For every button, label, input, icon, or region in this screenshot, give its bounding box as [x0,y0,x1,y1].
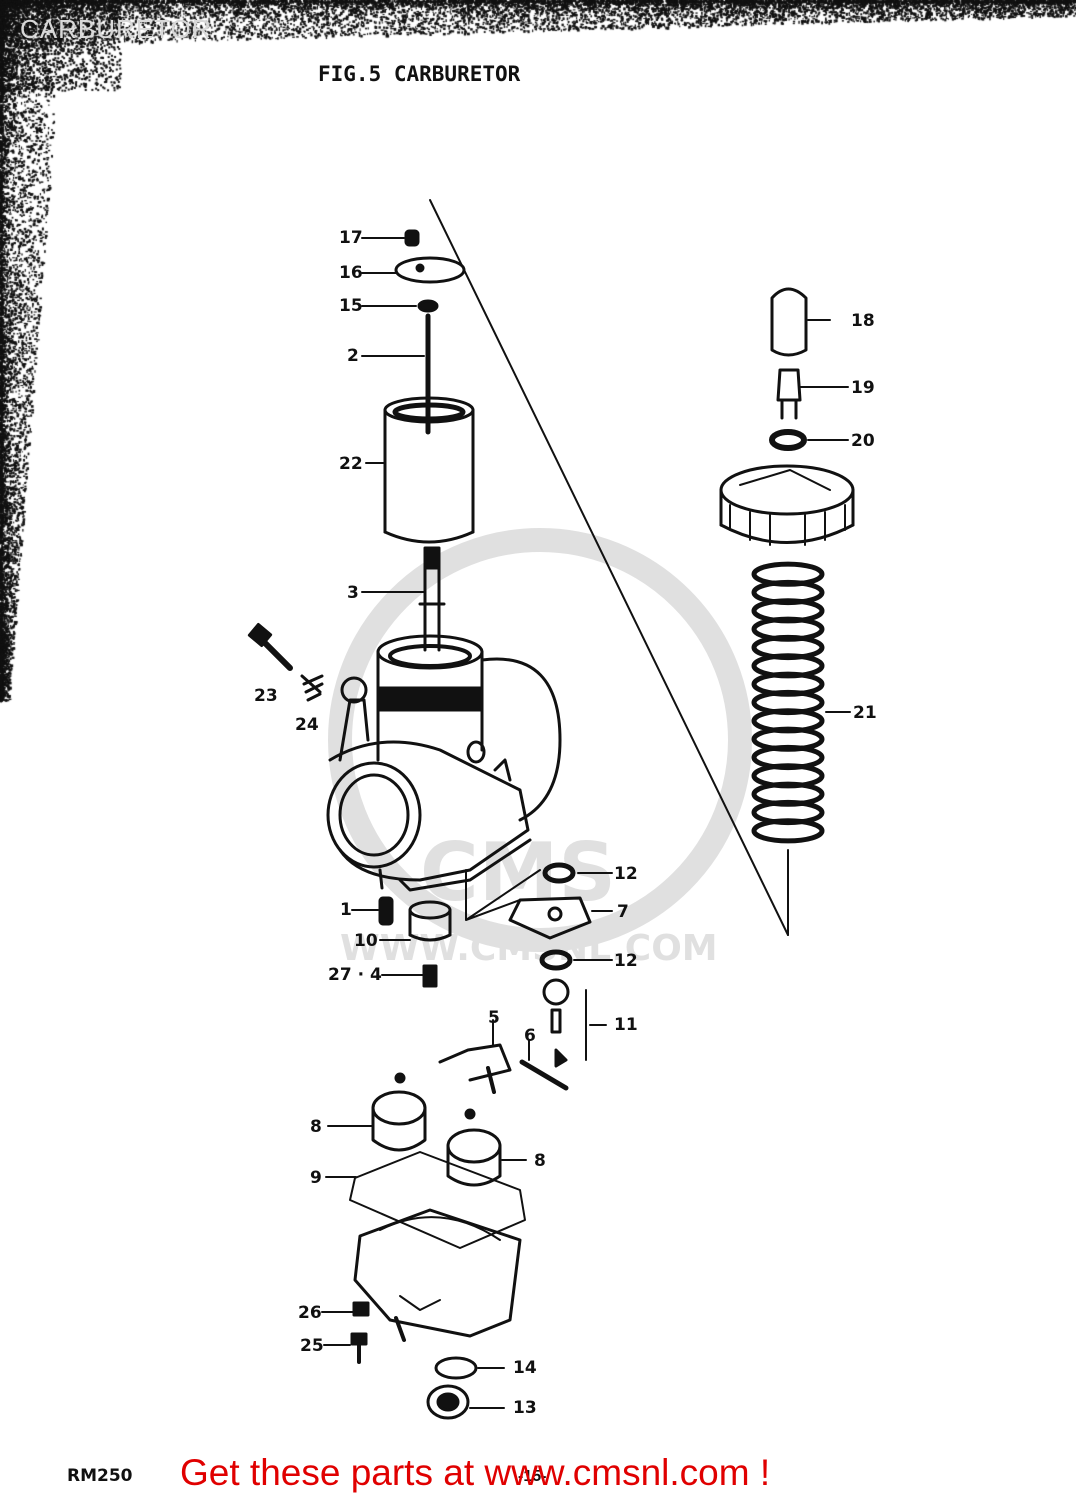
part-22-throttle-valve [383,396,475,544]
callout-22: 22 [339,454,363,474]
callout-12-lower: 12 [614,951,638,971]
watermark-url-text: WWW.CMSNL.COM [340,928,718,969]
part-11-valve-seat [542,978,570,1068]
body-to-plate-line [465,869,541,921]
part-24-spring [300,674,324,702]
callout-12-upper: 12 [614,864,638,884]
carburetor-body [326,634,562,892]
callout-7: 7 [617,902,629,922]
callout-13: 13 [513,1398,537,1418]
callout-11: 11 [614,1015,638,1035]
callout-8-right: 8 [534,1151,546,1171]
cmsnl-promo-link[interactable]: Get these parts at www.cmsnl.com ! [180,1452,771,1493]
callout-6: 6 [524,1026,536,1046]
callout-23: 23 [254,686,278,706]
callout-15: 15 [339,296,363,316]
part-8-float-right [446,1128,502,1187]
part-14-o-ring [434,1356,478,1380]
callout-8-left: 8 [310,1117,322,1137]
top-cap [719,464,855,546]
callout-27-4: 27 · 4 [328,965,382,985]
page-corner-title: CARBURETOR [20,14,212,44]
guide-line-top [429,199,789,936]
figure-title: FIG.5 CARBURETOR [318,62,521,86]
leader-lines [321,237,851,1409]
part-15-clip [417,299,439,313]
part-4-main-jet [422,964,438,988]
part-1-pilot-jet [378,896,394,926]
part-25-screw [350,1332,368,1364]
callout-5: 5 [488,1008,500,1028]
part-12-washer-upper [542,862,576,884]
part-13-plug [426,1384,470,1420]
float-bowl [353,1208,522,1342]
callout-21: 21 [853,703,877,723]
callout-20: 20 [851,431,875,451]
part-16-plate [394,256,466,284]
page-number: -15- [518,1468,547,1485]
part-8-float-left [371,1090,427,1152]
callout-2: 2 [347,346,359,366]
part-21-spring [751,561,825,844]
callout-10: 10 [354,931,378,951]
callout-26: 26 [298,1303,322,1323]
part-19-adjuster [776,368,802,420]
part-26-screw [352,1301,370,1317]
part-18-cable-boot [770,287,808,357]
callout-19: 19 [851,378,875,398]
callout-1: 1 [340,900,352,920]
callout-14: 14 [513,1358,537,1378]
part-12-washer-lower [539,949,573,971]
part-23-screw [247,622,293,671]
model-code: RM250 [67,1466,133,1486]
part-9-gasket [349,1151,526,1249]
part-20-nut [769,429,807,451]
float-left-pin [394,1072,406,1084]
float-right-pin [464,1108,476,1120]
part-5-float-arm [438,1043,512,1094]
part-7-plate [508,896,592,940]
callout-3: 3 [347,583,359,603]
callout-16: 16 [339,263,363,283]
part-6-pin [519,1059,569,1091]
callout-9: 9 [310,1168,322,1188]
callout-17: 17 [339,228,363,248]
part-17-screw [404,229,420,247]
callout-18: 18 [851,311,875,331]
callout-25: 25 [300,1336,324,1356]
part-10-main-jet-holder [408,900,452,942]
callout-24: 24 [295,715,319,735]
